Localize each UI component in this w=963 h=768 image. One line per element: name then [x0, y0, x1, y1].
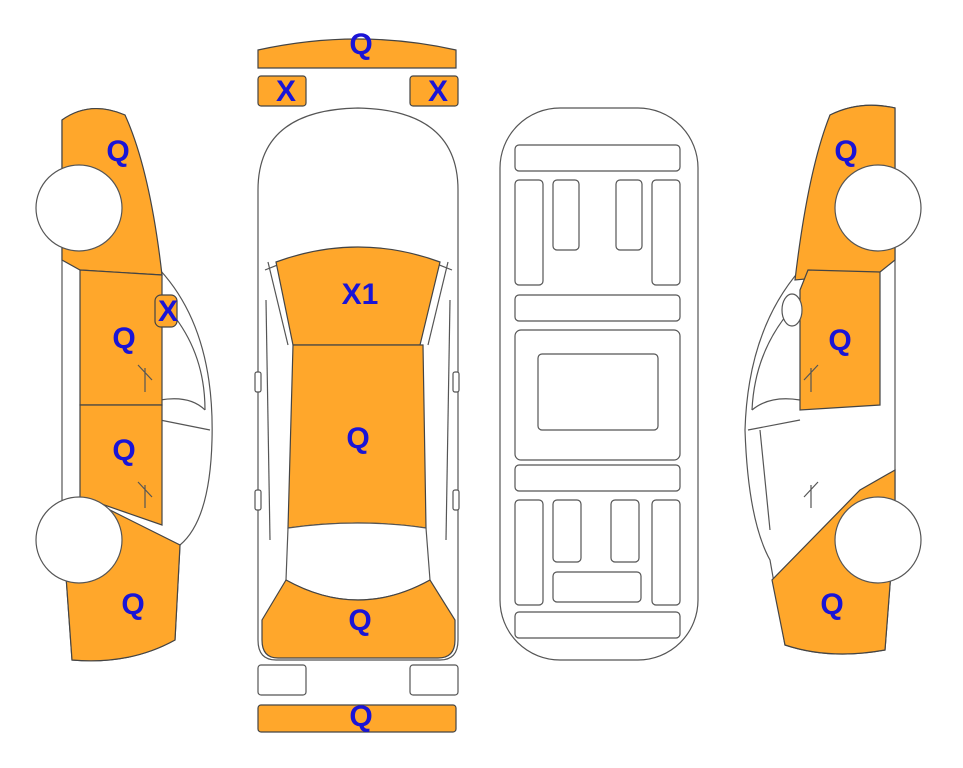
top-view: X1 Q Q: [254, 107, 460, 661]
front-bumper-panel[interactable]: [257, 38, 457, 69]
right-headlight-panel[interactable]: [409, 75, 459, 107]
left-rear-door-label: Q: [112, 434, 135, 467]
rear-bumper-label: Q: [349, 700, 372, 733]
left-side-mirror-label: X: [158, 295, 178, 328]
right-taillight: [409, 664, 459, 696]
right-rear-wheel: [834, 496, 922, 584]
right-front-door-label: Q: [828, 324, 851, 357]
left-side-view: Q Q X Q Q: [35, 107, 213, 662]
left-rear-wheel: [35, 496, 123, 584]
left-headlight-label: X: [276, 75, 296, 108]
right-front-wheel: [834, 164, 922, 252]
roof-main-label: Q: [346, 422, 369, 455]
left-front-door-label: Q: [112, 322, 135, 355]
right-side-view: Q Q Q: [744, 104, 922, 655]
rear-glass-area-label: Q: [348, 604, 371, 637]
trunk-lid-panel[interactable]: [261, 579, 456, 659]
left-headlight-panel[interactable]: [257, 75, 307, 107]
right-rear-quarter-label: Q: [820, 588, 843, 621]
underbody-view: [499, 107, 699, 661]
roof-front-panel[interactable]: [275, 246, 441, 346]
left-rear-door-panel[interactable]: [79, 404, 163, 526]
right-front-fender-label: Q: [834, 135, 857, 168]
front-bumper-label: Q: [349, 28, 372, 61]
rear-glass-area-panel: [285, 522, 431, 601]
left-taillight: [257, 664, 307, 696]
left-rear-quarter-label: Q: [121, 588, 144, 621]
left-front-fender-label: Q: [106, 135, 129, 168]
right-headlight-label: X: [428, 75, 448, 108]
rear-bumper-panel[interactable]: [257, 704, 457, 733]
left-side-mirror-panel[interactable]: [154, 294, 178, 328]
left-front-wheel: [35, 164, 123, 252]
roof-front-label: X1: [342, 278, 379, 311]
right-side-mirror: [781, 293, 803, 327]
right-front-door-panel[interactable]: [799, 269, 881, 411]
